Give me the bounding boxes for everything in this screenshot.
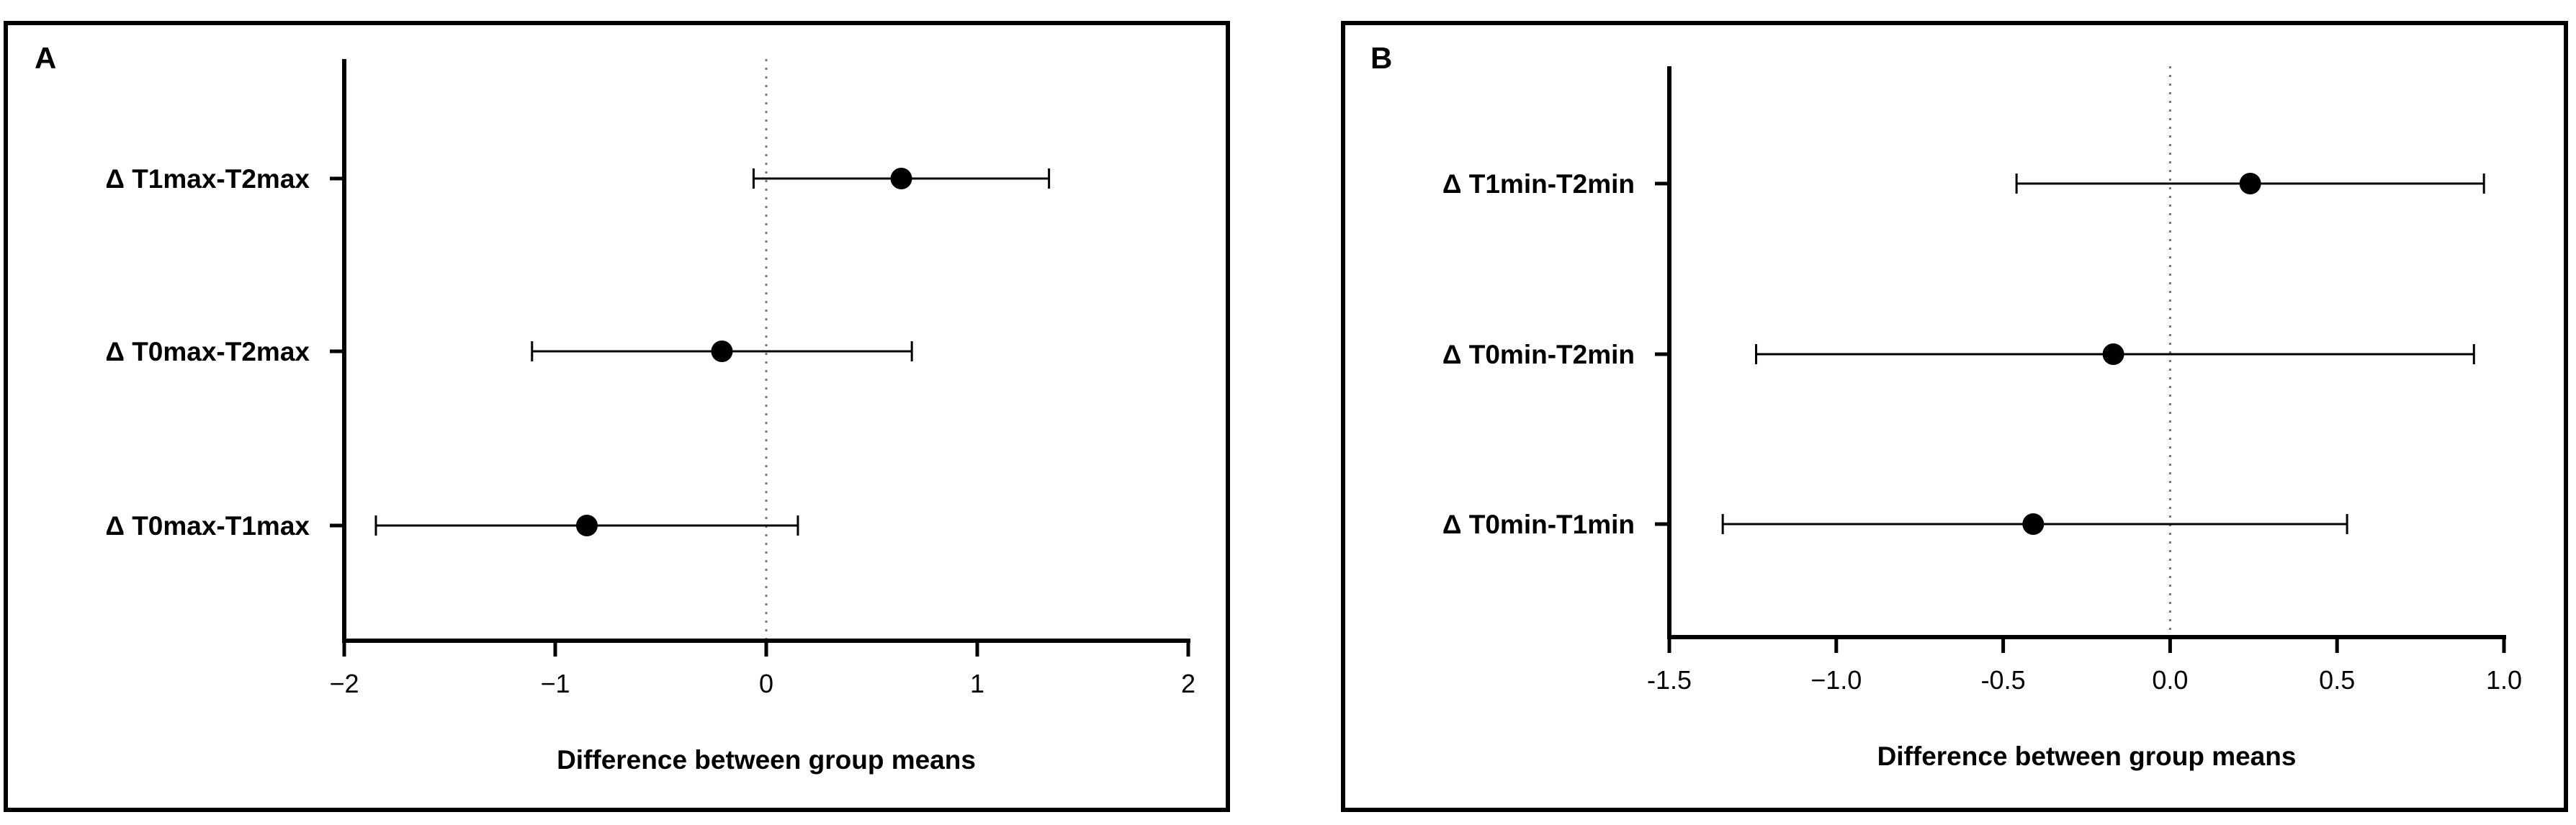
row-label: Δ T0max-T1max (105, 511, 310, 541)
row-label: Δ T1min-T2min (1442, 169, 1635, 199)
x-tick-label: −1 (540, 669, 570, 698)
mean-point (2102, 343, 2124, 365)
panel-border (4, 21, 1230, 812)
row-label: Δ T0min-T2min (1442, 340, 1635, 369)
x-axis-title: Difference between group means (557, 745, 976, 775)
x-tick-label: 1.0 (2486, 665, 2522, 695)
mean-point (2022, 513, 2045, 535)
x-tick-label: -0.5 (1981, 665, 2026, 695)
x-tick-label: 1 (970, 669, 984, 698)
row-label: Δ T0max-T2max (105, 337, 310, 366)
x-tick-label: 0.0 (2152, 665, 2188, 695)
mean-point (575, 515, 598, 536)
panel-border (1341, 21, 2568, 812)
row-label: Δ T1max-T2max (105, 164, 310, 194)
mean-point (2239, 173, 2261, 194)
panel-label: B (1370, 41, 1392, 75)
x-tick-label: 0.5 (2319, 665, 2355, 695)
x-tick-label: -1.5 (1647, 665, 1692, 695)
row-label: Δ T0min-T1min (1442, 510, 1635, 539)
x-tick-label: −2 (329, 669, 359, 698)
x-axis-title: Difference between group means (1877, 741, 2297, 771)
x-tick-label: 2 (1181, 669, 1195, 698)
mean-point (711, 341, 733, 362)
x-tick-label: −1.0 (1810, 665, 1862, 695)
panel-label: A (35, 41, 56, 75)
mean-point (890, 168, 912, 189)
x-tick-label: 0 (759, 669, 773, 698)
